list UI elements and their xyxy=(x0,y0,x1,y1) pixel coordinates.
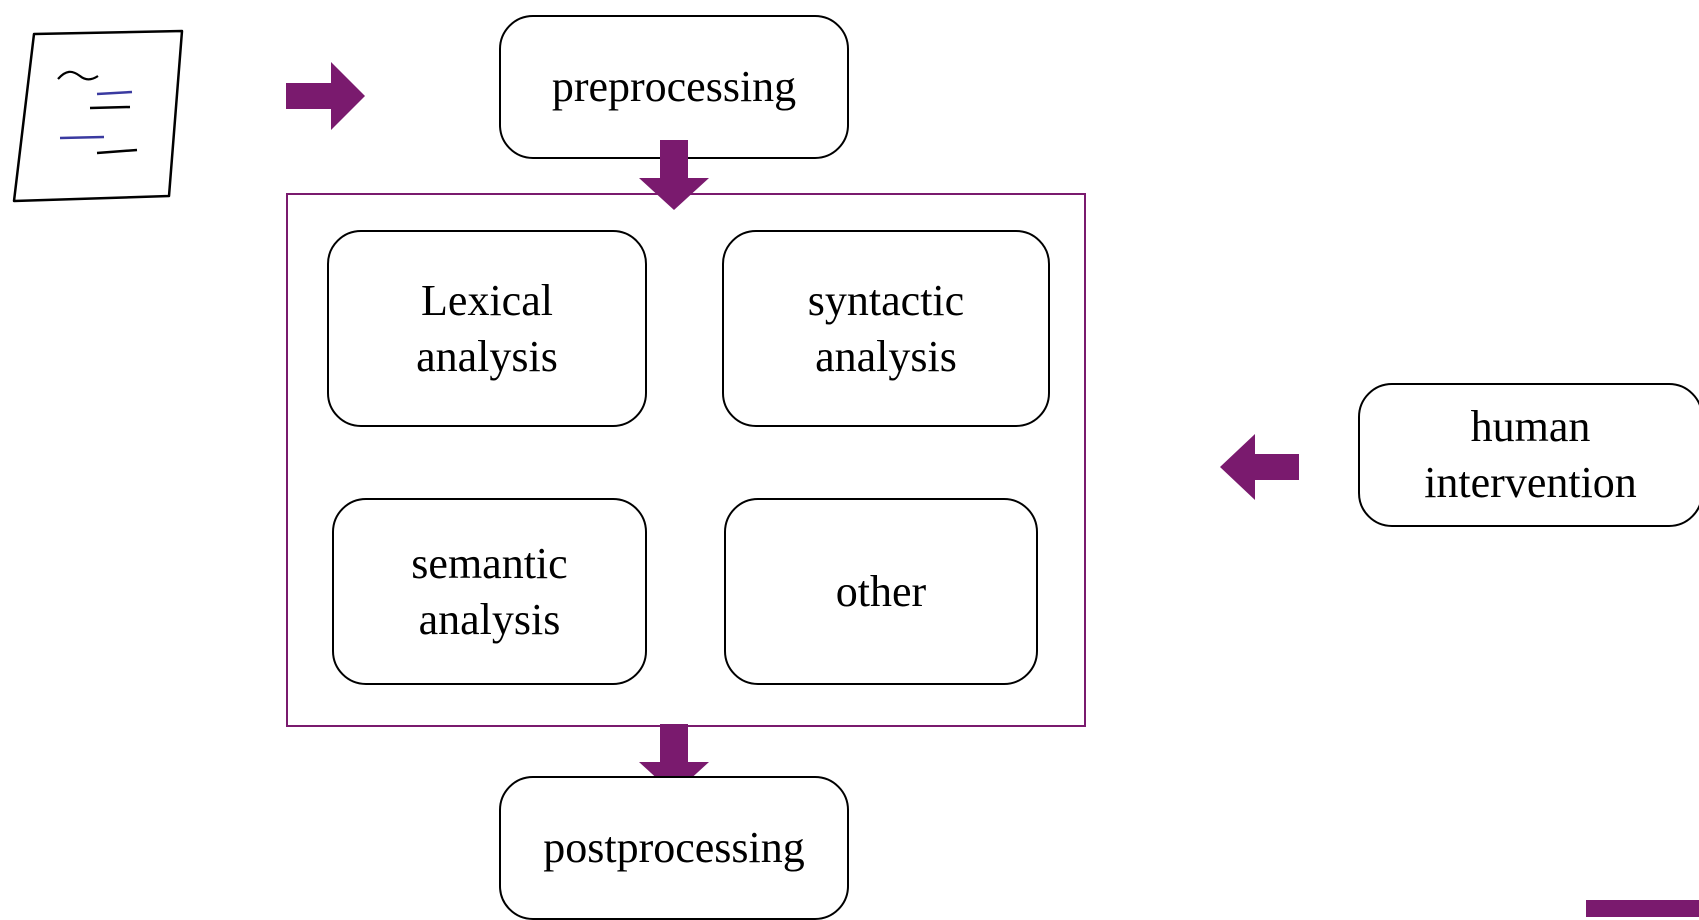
postprocessing-box: postprocessing xyxy=(499,776,849,920)
preprocessing-box: preprocessing xyxy=(499,15,849,159)
left-arrow-icon xyxy=(1220,434,1299,500)
syntactic-analysis-box: syntactic analysis xyxy=(722,230,1050,427)
lexical-analysis-label: Lexical analysis xyxy=(416,275,558,381)
corner-accent-block xyxy=(1586,900,1699,917)
human-intervention-label: human intervention xyxy=(1424,402,1637,507)
syntactic-analysis-label: syntactic analysis xyxy=(807,275,965,381)
other-box: other xyxy=(724,498,1038,685)
lexical-analysis-box: Lexical analysis xyxy=(327,230,647,427)
other-label: other xyxy=(835,566,927,616)
semantic-analysis-label: semantic analysis xyxy=(411,538,568,644)
preprocessing-label: preprocessing xyxy=(551,62,797,111)
semantic-analysis-box: semantic analysis xyxy=(332,498,647,685)
down-arrow-icon xyxy=(639,140,709,210)
postprocessing-label: postprocessing xyxy=(543,823,805,872)
handwritten-document-icon xyxy=(12,29,184,203)
right-arrow-icon xyxy=(286,62,365,130)
human-intervention-box: human intervention xyxy=(1358,383,1699,527)
